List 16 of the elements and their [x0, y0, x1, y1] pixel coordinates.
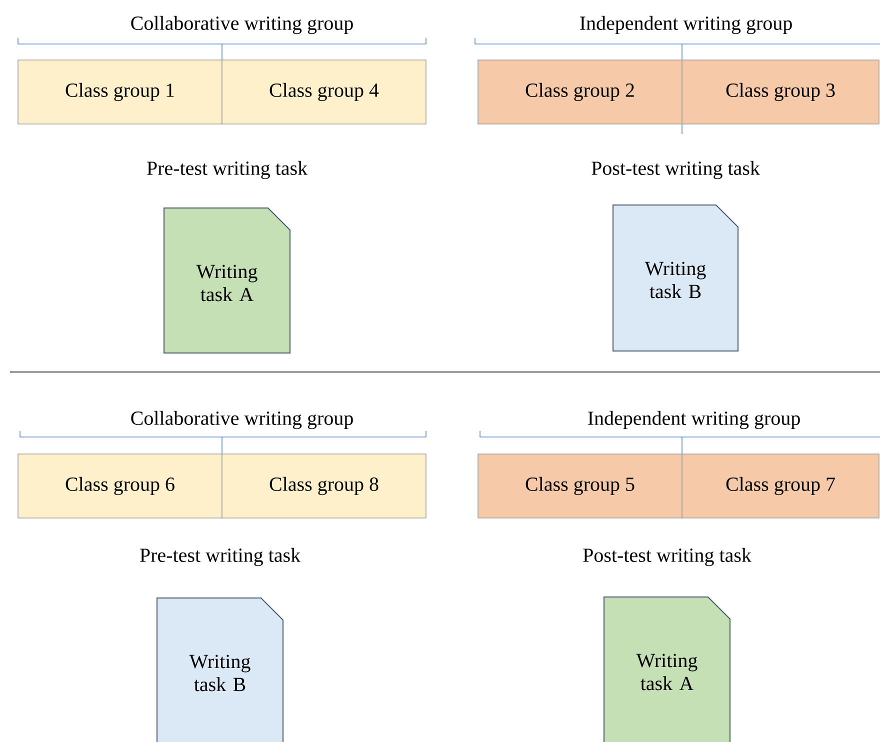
class-group-box: Class group 8 — [222, 454, 426, 518]
group-heading: Independent writing group — [580, 16, 792, 34]
group-heading: Collaborative writing group — [131, 16, 353, 34]
class-group-box: Class group 6 — [18, 454, 222, 518]
class-group-box: Class group 4 — [222, 60, 426, 124]
class-group-box: Class group 5 — [478, 454, 682, 518]
class-group-box: Class group 7 — [682, 454, 880, 518]
class-group-box: Class group 1 — [18, 60, 222, 124]
class-group-box: Class group 2 — [478, 60, 682, 124]
group-heading: Independent writing group — [588, 410, 800, 430]
task-label: Pre-test writing task — [147, 160, 308, 180]
task-label: Post-test writing task — [592, 160, 760, 180]
class-group-box: Class group 3 — [682, 60, 880, 124]
group-heading: Collaborative writing group — [131, 410, 353, 430]
task-label: Pre-test writing task — [140, 548, 301, 566]
task-label: Post-test writing task — [583, 548, 752, 566]
